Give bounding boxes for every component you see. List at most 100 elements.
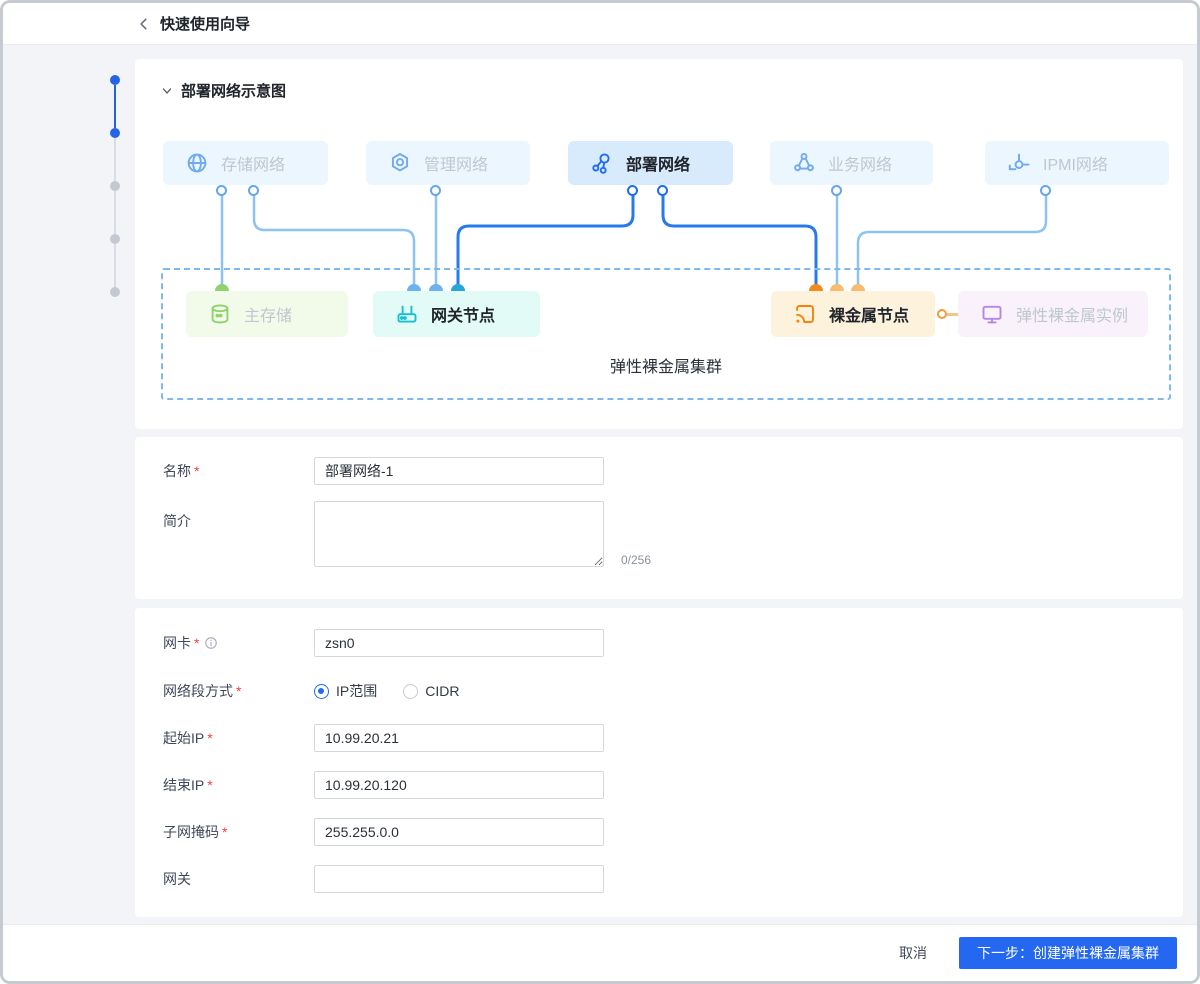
- wizard-page: 准备工作 部署网络 弹性裸金属集群 网关节点 裸金属节点: [3, 45, 1197, 981]
- gateway-label: 网关: [163, 871, 191, 887]
- chevron-left-icon: [137, 17, 151, 31]
- bus-node-icon: [1007, 151, 1031, 175]
- network-box-label: 部署网络: [626, 157, 691, 174]
- network-box-deploy[interactable]: 部署网络: [568, 141, 733, 185]
- network-config-card: 网卡 * 网络段方式 * IP范围 CIDR: [135, 608, 1183, 917]
- radio-label: CIDR: [425, 683, 460, 699]
- diagram-title: 部署网络示意图: [181, 83, 287, 100]
- subnet-mask-input[interactable]: [314, 818, 604, 846]
- end-ip-input[interactable]: [314, 771, 604, 799]
- link-dot: [430, 185, 441, 196]
- node-box-label: 主存储: [244, 308, 293, 325]
- back-button[interactable]: [134, 14, 154, 34]
- network-box-label: 管理网络: [424, 157, 489, 174]
- share-nodes-icon: [590, 151, 614, 175]
- node-box-primary-storage[interactable]: 主存储: [186, 291, 348, 337]
- subnet-mask-row: 子网掩码 *: [163, 818, 227, 846]
- required-mark: *: [194, 463, 200, 479]
- step-dot: [110, 128, 120, 138]
- network-box-ipmi[interactable]: IPMI网络: [985, 141, 1169, 185]
- name-input[interactable]: [314, 457, 604, 485]
- radio-label: IP范围: [336, 683, 378, 699]
- required-mark: *: [236, 683, 242, 699]
- network-box-label: 存储网络: [221, 157, 286, 174]
- name-row: 名称 *: [163, 457, 199, 485]
- required-mark: *: [207, 730, 213, 746]
- nic-label: 网卡: [163, 635, 191, 651]
- step-connector: [114, 191, 116, 234]
- end-ip-row: 结束IP *: [163, 771, 213, 799]
- network-box-storage[interactable]: 存储网络: [163, 141, 328, 185]
- step-connector: [114, 138, 116, 181]
- link-dot: [216, 185, 227, 196]
- network-diagram-card: 部署网络示意图: [135, 59, 1183, 429]
- network-box-label: 业务网络: [828, 157, 893, 174]
- endpoint-cap: [830, 284, 844, 291]
- step-dot: [110, 75, 120, 85]
- step-connector: [114, 85, 116, 128]
- network-box-label: IPMI网络: [1043, 157, 1108, 174]
- link-ring: [937, 309, 947, 319]
- link-dot: [248, 185, 259, 196]
- link-dot: [831, 185, 842, 196]
- start-ip-input[interactable]: [314, 724, 604, 752]
- segment-mode-label: 网络段方式: [163, 683, 233, 699]
- step-sidebar: 准备工作 部署网络 弹性裸金属集群 网关节点 裸金属节点: [3, 45, 135, 981]
- deploy-network-diagram: 存储网络 管理网络 部署网络: [135, 59, 1183, 429]
- cancel-button[interactable]: 取消: [893, 942, 933, 964]
- nic-input[interactable]: [314, 629, 604, 657]
- radio-cidr[interactable]: CIDR: [403, 683, 459, 699]
- node-box-label: 裸金属节点: [829, 308, 910, 325]
- segment-mode-radios: IP范围 CIDR: [314, 677, 459, 705]
- required-mark: *: [222, 824, 228, 840]
- gateway-input[interactable]: [314, 865, 604, 893]
- endpoint-cap: [451, 284, 465, 291]
- page-title: 快速使用向导: [160, 16, 251, 33]
- start-ip-label: 起始IP: [163, 730, 205, 746]
- router-icon: [395, 302, 419, 326]
- desc-textarea[interactable]: [314, 501, 604, 567]
- start-ip-row: 起始IP *: [163, 724, 213, 752]
- chevron-down-icon: [161, 85, 173, 97]
- info-icon[interactable]: [204, 636, 218, 650]
- node-box-baremetal[interactable]: 裸金属节点: [771, 291, 935, 337]
- subnet-mask-label: 子网掩码: [163, 824, 219, 840]
- link-dot: [657, 185, 668, 196]
- required-mark: *: [207, 777, 213, 793]
- segment-mode-row: 网络段方式 *: [163, 677, 241, 705]
- end-ip-label: 结束IP: [163, 777, 205, 793]
- name-label: 名称: [163, 463, 191, 479]
- link-dot: [627, 185, 638, 196]
- cycle-nodes-icon: [792, 151, 816, 175]
- diagram-collapse-header[interactable]: 部署网络示意图: [161, 80, 286, 101]
- nic-row: 网卡 *: [163, 629, 218, 657]
- connector-lines: [220, 194, 1048, 287]
- globe-icon: [185, 151, 209, 175]
- wizard-footer: 取消 下一步：创建弹性裸金属集群: [3, 924, 1197, 981]
- step-dot: [110, 287, 120, 297]
- cluster-boundary: [161, 268, 1171, 400]
- monitor-icon: [980, 302, 1004, 326]
- step-dot: [110, 181, 120, 191]
- cluster-label: 弹性裸金属集群: [609, 359, 722, 376]
- radio-ip-range[interactable]: IP范围: [314, 681, 377, 701]
- network-box-management[interactable]: 管理网络: [366, 141, 530, 185]
- database-icon: [208, 302, 232, 326]
- endpoint-cap: [429, 284, 443, 291]
- char-counter: 0/256: [621, 553, 652, 567]
- desc-row: 简介: [163, 507, 191, 535]
- node-box-label: 网关节点: [431, 308, 496, 325]
- endpoint-cap: [851, 284, 865, 291]
- node-box-elastic-instance[interactable]: 弹性裸金属实例: [958, 291, 1148, 337]
- step-dot: [110, 234, 120, 244]
- required-mark: *: [194, 635, 200, 651]
- link-dot: [1040, 185, 1051, 196]
- network-box-business[interactable]: 业务网络: [770, 141, 933, 185]
- desc-label: 简介: [163, 513, 191, 529]
- endpoint-cap: [407, 284, 421, 291]
- endpoint-cap: [215, 284, 229, 291]
- node-box-gateway[interactable]: 网关节点: [373, 291, 540, 337]
- radio-selected-icon: [314, 683, 329, 699]
- next-step-button[interactable]: 下一步：创建弹性裸金属集群: [959, 937, 1177, 969]
